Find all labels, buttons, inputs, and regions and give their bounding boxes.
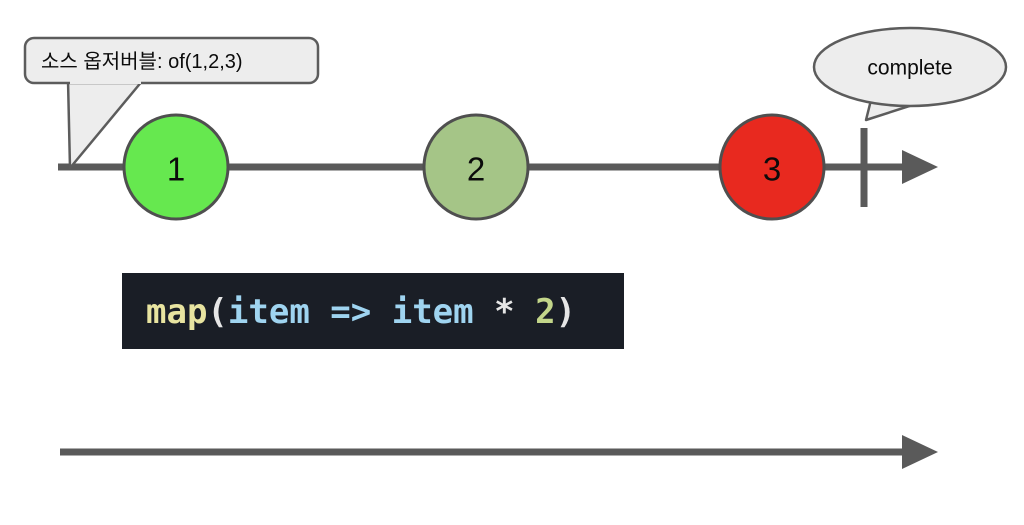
source-observable-callout-seam xyxy=(70,76,141,84)
code-token-param-2: item xyxy=(392,292,474,332)
map-operator-code-text: map(item => item * 2) xyxy=(146,292,576,332)
source-timeline-arrowhead xyxy=(902,150,938,184)
marble-1-circle[interactable] xyxy=(122,113,230,221)
code-token-number: 2 xyxy=(535,292,555,332)
marble-1-label: 1 xyxy=(167,151,185,188)
complete-callout[interactable]: complete xyxy=(812,26,1008,122)
marble-2-label: 2 xyxy=(467,151,485,188)
code-token-fn: map xyxy=(146,292,207,332)
code-token-paren-close: ) xyxy=(556,292,576,332)
output-observable-timeline xyxy=(60,435,938,469)
source-observable-callout[interactable]: 소스 옵저버블: of(1,2,3) xyxy=(23,36,320,170)
marble-2-circle[interactable] xyxy=(422,113,530,221)
code-token-arrow: => xyxy=(330,292,371,332)
map-operator-code[interactable]: map(item => item * 2) xyxy=(122,273,624,349)
code-token-paren-open: ( xyxy=(207,292,227,332)
marble-3-label: 3 xyxy=(763,151,781,188)
marble-3-circle[interactable] xyxy=(718,113,826,221)
marble-2[interactable]: 2 xyxy=(422,113,530,221)
output-timeline-arrowhead xyxy=(902,435,938,469)
marble-1[interactable]: 1 xyxy=(122,113,230,221)
marble-3[interactable]: 3 xyxy=(718,113,826,221)
code-token-operator: * xyxy=(494,292,514,332)
source-observable-callout-label: 소스 옵저버블: of(1,2,3) xyxy=(41,50,243,73)
complete-callout-label: complete xyxy=(867,57,952,80)
source-observable-callout-bubble[interactable] xyxy=(23,36,320,85)
complete-callout-bubble[interactable] xyxy=(812,26,1008,108)
map-operator-code-box[interactable] xyxy=(122,273,624,349)
code-token-param-1: item xyxy=(228,292,310,332)
